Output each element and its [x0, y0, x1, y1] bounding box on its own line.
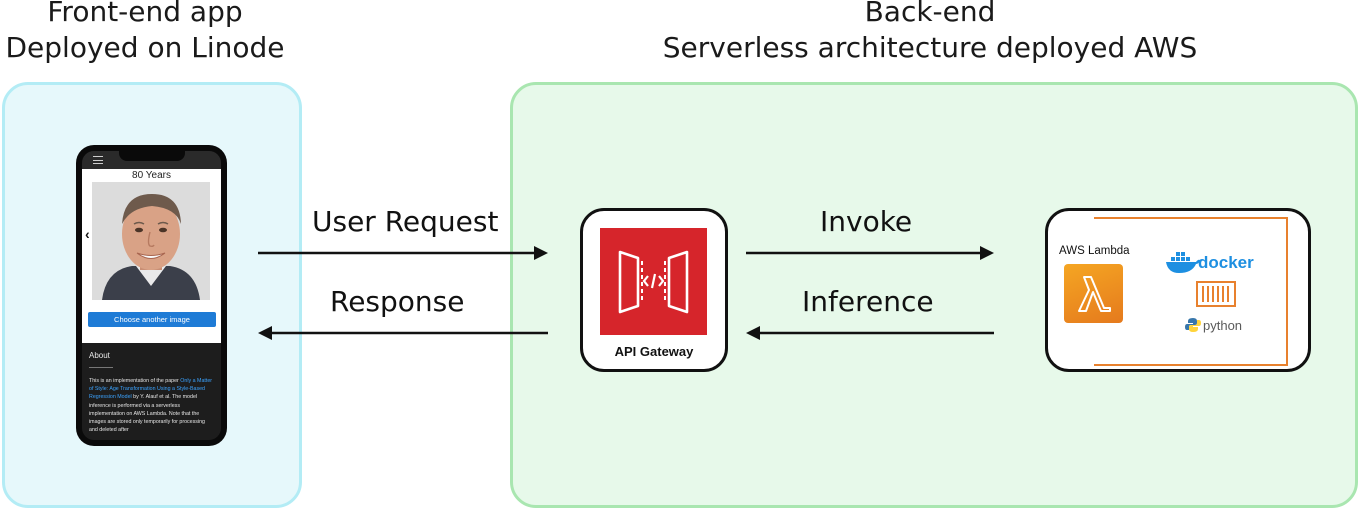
response-arrow [258, 326, 548, 340]
invoke-arrow [746, 246, 994, 260]
aws-lambda-label: AWS Lambda [1059, 245, 1130, 257]
response-label: Response [330, 285, 465, 318]
docker-wordmark: docker [1198, 253, 1254, 272]
face-photo [92, 182, 210, 300]
choose-image-button[interactable]: Choose another image [88, 312, 216, 327]
phone-notch [119, 151, 185, 161]
aws-lambda-icon [1064, 264, 1123, 323]
inference-label: Inference [802, 285, 934, 318]
container-icon [1196, 281, 1236, 307]
api-gateway-box: API Gateway [580, 208, 728, 372]
python-wordmark: python [1203, 318, 1243, 333]
about-text-part2: by Y. Alauf et al. The model inference i… [89, 394, 205, 434]
frontend-title-line2: Deployed on Linode [5, 31, 285, 64]
about-text: This is an implementation of the paper O… [89, 377, 215, 434]
backend-title: Back-end Serverless architecture deploye… [650, 0, 1210, 66]
chevron-left-icon[interactable]: ‹ [85, 226, 90, 242]
frontend-title-line1: Front-end app [47, 0, 243, 28]
invoke-label: Invoke [820, 205, 913, 238]
backend-title-line1: Back-end [864, 0, 996, 28]
hamburger-menu-icon[interactable] [93, 156, 103, 164]
about-heading: About [89, 351, 110, 360]
lambda-container-frame [1094, 217, 1288, 366]
phone-screen: 80 Years ‹ Choose anothe [82, 151, 221, 440]
backend-title-line2: Serverless architecture deployed AWS [662, 31, 1198, 64]
paper-link[interactable]: Only a Matter of Style: Age Transformati… [89, 378, 213, 401]
api-gateway-icon [600, 228, 707, 335]
about-divider [89, 367, 113, 368]
phone-image-area: 80 Years ‹ Choose anothe [82, 169, 221, 343]
inference-arrow [746, 326, 994, 340]
age-label: 80 Years [132, 170, 171, 181]
phone-mockup: 80 Years ‹ Choose anothe [76, 145, 227, 446]
api-gateway-label: API Gateway [614, 344, 694, 359]
user-request-label: User Request [312, 205, 499, 238]
python-logo-icon [1185, 317, 1201, 333]
user-request-arrow [258, 246, 548, 260]
about-text-part1: This is an implementation of the paper [89, 378, 181, 384]
docker-whale-icon [1165, 249, 1201, 275]
frontend-title: Front-end app Deployed on Linode [0, 0, 290, 66]
lambda-box: AWS Lambda docker [1045, 208, 1311, 372]
